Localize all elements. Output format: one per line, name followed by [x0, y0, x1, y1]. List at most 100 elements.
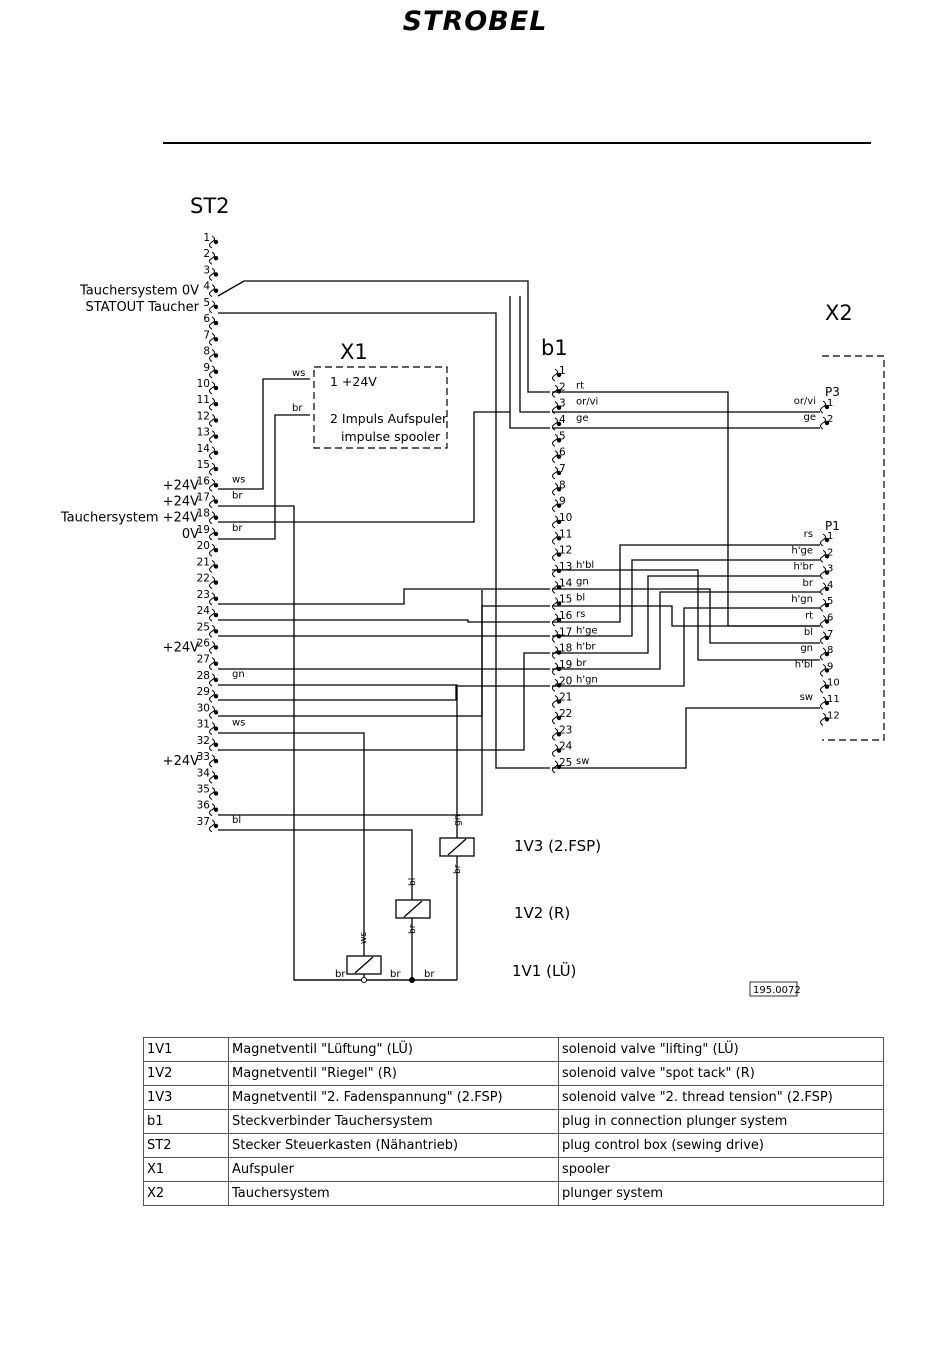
coil-bus-1-color: br: [390, 969, 401, 980]
b1-pin-20-number: 20: [559, 675, 572, 687]
st2-pin-24-number: 24: [197, 605, 211, 617]
coil-v1-left-color: br: [335, 969, 346, 980]
p1-pin-5: [820, 598, 826, 612]
coil-v2-top-color: bl: [408, 878, 418, 886]
st2-wire-color-17: br: [232, 491, 243, 502]
st2-pin-column: 1234567891011121314151617181920212223242…: [197, 232, 219, 833]
st2-pin-23: [209, 592, 215, 606]
x1-pin-1-label: 1 +24V: [330, 374, 377, 389]
x2-title: X2: [825, 301, 853, 325]
x1-enclosure: [313, 366, 448, 449]
st2-pin-13-terminal: [213, 434, 219, 439]
st2-pin-5-number: 5: [203, 297, 210, 309]
b1-pin-24-number: 24: [559, 741, 573, 753]
wires: [217, 280, 820, 981]
p1-wire-color-4: br: [803, 578, 814, 589]
st2-pin-9-number: 9: [203, 362, 210, 374]
b1-pin-21-number: 21: [559, 692, 572, 704]
st2-pin-18-terminal: [213, 515, 219, 520]
b1-pin-24-terminal: [556, 748, 562, 753]
b1-pin-18-number: 18: [559, 643, 572, 655]
b1-pin-9-number: 9: [559, 496, 566, 508]
legend-english: plug in connection plunger system: [558, 1109, 884, 1134]
coil-v3-bottom-color: br: [453, 864, 463, 874]
b1-wire-color-25: sw: [576, 756, 589, 767]
b1-pin-6: [552, 450, 558, 464]
st2-pin-32-number: 32: [197, 735, 210, 747]
st2-pin-17-terminal: [213, 499, 219, 504]
p1-pin-12: [820, 712, 826, 726]
st2-pin-1-terminal: [213, 239, 219, 245]
b1-pin-12-number: 12: [559, 545, 572, 557]
b1-wire-color-16: rs: [576, 609, 585, 620]
x1-wire-color-1: ws: [292, 368, 305, 379]
p1-pin-1-number: 1: [827, 531, 833, 542]
p1-pin-2: [820, 549, 826, 563]
st2-pin-37-number: 37: [197, 816, 210, 828]
st2-pin-3-number: 3: [203, 264, 210, 276]
b1-pin-13: [552, 564, 558, 578]
st2-pin-22: [209, 576, 215, 590]
st2-pin-12-number: 12: [197, 410, 210, 422]
st2-pin-22-number: 22: [197, 573, 210, 585]
p1-pin-8-number: 8: [827, 645, 833, 656]
st2-pin-24: [209, 608, 215, 622]
p3-pin-2-terminal: [824, 420, 830, 426]
st2-pin-4-terminal: [213, 288, 219, 293]
st2-pin-21: [209, 559, 215, 573]
st2-pin-16: [209, 478, 215, 492]
wire-st2-b1-4: [509, 296, 550, 429]
b1-wire-color-4: ge: [576, 413, 589, 424]
b1-wire-color-14: gn: [576, 576, 589, 587]
st2-pin-14: [209, 446, 215, 460]
legend-german: Steckverbinder Tauchersystem: [228, 1109, 559, 1134]
st2-pin-35: [209, 787, 215, 800]
st2-pin-12: [209, 413, 215, 427]
b1-pin-11-number: 11: [559, 528, 572, 540]
st2-signal-26: +24V: [163, 641, 199, 656]
legend-code: X1: [143, 1157, 229, 1182]
st2-signal-33: +24V: [163, 754, 199, 769]
p1-pin-12-number: 12: [827, 710, 840, 721]
st2-pin-5-terminal: [213, 304, 219, 310]
p1-pin-8-terminal: [824, 651, 830, 657]
st2-pin-6-terminal: [213, 320, 219, 326]
valve-1v1-label: 1V1 (LÜ): [512, 961, 576, 980]
b1-pin-1-number: 1: [559, 365, 566, 377]
st2-pin-10-number: 10: [197, 378, 210, 390]
wire-b1-13-p1-9: [552, 569, 820, 661]
wiring-schematic: ST2 b1 X1 X2 P3 P1 123456789101112131415…: [60, 194, 885, 997]
p1-pin-9-terminal: [824, 668, 830, 673]
st2-signal-17: +24V: [163, 495, 199, 510]
st2-pin-8-number: 8: [203, 346, 210, 358]
wire-st2-28-v3: [218, 684, 458, 838]
wire-b1-18-p1-3: [552, 575, 820, 654]
valve-1v3-label: 1V3 (2.FSP): [514, 837, 601, 855]
st2-pin-4-number: 4: [203, 281, 210, 293]
wire-b1-14-p1-8: [552, 588, 820, 644]
b1-pin-7-number: 7: [559, 463, 566, 475]
p1-pin-10: [820, 680, 826, 694]
b1-pin-14-number: 14: [559, 577, 573, 589]
st2-pin-26-terminal: [213, 645, 219, 650]
legend-code: X2: [143, 1181, 229, 1206]
st2-pin-13-number: 13: [197, 427, 210, 439]
legend-german: Magnetventil "Riegel" (R): [228, 1061, 559, 1086]
st2-pin-18-number: 18: [197, 508, 210, 520]
st2-pin-2-number: 2: [203, 248, 210, 260]
p1-pin-1-terminal: [824, 537, 830, 543]
wire-st2-18: [218, 411, 510, 523]
st2-pin-37: [209, 819, 215, 833]
st2-wire-color-28: gn: [232, 669, 245, 680]
b1-pin-7-terminal: [556, 470, 562, 476]
b1-pin-12: [552, 548, 558, 562]
b1-pin-11-terminal: [556, 536, 562, 541]
p1-pin-6-number: 6: [827, 613, 833, 624]
b1-pin-8: [552, 482, 558, 496]
legend-german: Aufspuler: [228, 1157, 559, 1182]
x1-pin-2-label: 2 Impuls Aufspuler: [330, 411, 448, 426]
